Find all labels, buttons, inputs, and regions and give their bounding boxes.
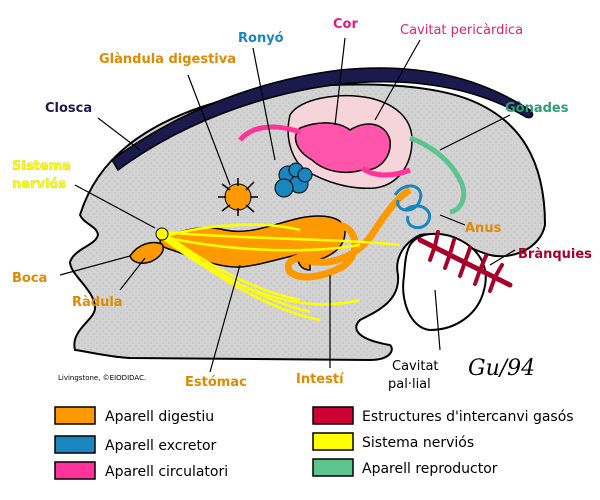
heart-vessel [238,124,301,142]
gonads [409,135,467,215]
legend-label-nervios: Sistema nerviós [362,435,474,451]
label-sistema-line2: nerviós [12,177,66,192]
legend-label-circulatori: Aparell circulatori [105,464,228,480]
legend-swatch-circulatori [54,461,96,480]
heart [294,122,391,173]
label-gonades: Gònades [505,101,569,116]
legend-label-digestiu: Aparell digestiu [105,409,214,425]
label-glandula: Glàndula digestiva [99,52,236,67]
legend-swatch-gasos [312,406,354,425]
label-boca: Boca [12,271,47,286]
legend-swatch-nervios [312,432,354,451]
digestive-gland [218,178,258,216]
nerve-ganglion [155,227,169,241]
label-anus: Anus [465,221,502,236]
heart-vessel-2 [360,165,411,178]
leader-lines [59,37,516,373]
kidney [274,162,313,198]
label-cavitat-line1: Cavitat [392,359,439,374]
label-cor: Cor [333,17,358,32]
legend-label-gasos: Estructures d'intercanvi gasós [362,409,574,425]
shell [111,67,534,172]
legend-swatch-digestiu [54,406,96,425]
pallial-cavity [402,232,487,332]
gills [417,230,513,293]
label-sistema-line1: Sistema [12,159,71,174]
legend-swatch-excretor [54,435,96,454]
legend-swatch-reproductor [312,458,354,477]
intestine-loops [393,184,432,230]
label-ronyo: Ronyó [238,31,284,46]
intestine [284,186,412,281]
label-cavitat-pericardica: Cavitat pericàrdica [400,23,523,38]
radula [129,241,164,264]
nerves [159,223,401,322]
label-closca: Closca [45,101,92,116]
label-intesti: Intestí [296,372,345,387]
label-estomac: Estómac [185,375,247,390]
legend: Aparell digestiu Aparell excretor Aparel… [54,406,574,480]
signature: Gu/94 [468,356,535,381]
label-radula: Ràdula [72,295,123,310]
label-branquies: Brànquies [518,247,592,262]
legend-label-reproductor: Aparell reproductor [362,461,498,477]
legend-label-excretor: Aparell excretor [105,438,217,454]
credit-text: Livingstone, ©EIODIDAC. [58,374,146,382]
label-cavitat-line2: pal·lial [388,377,431,392]
